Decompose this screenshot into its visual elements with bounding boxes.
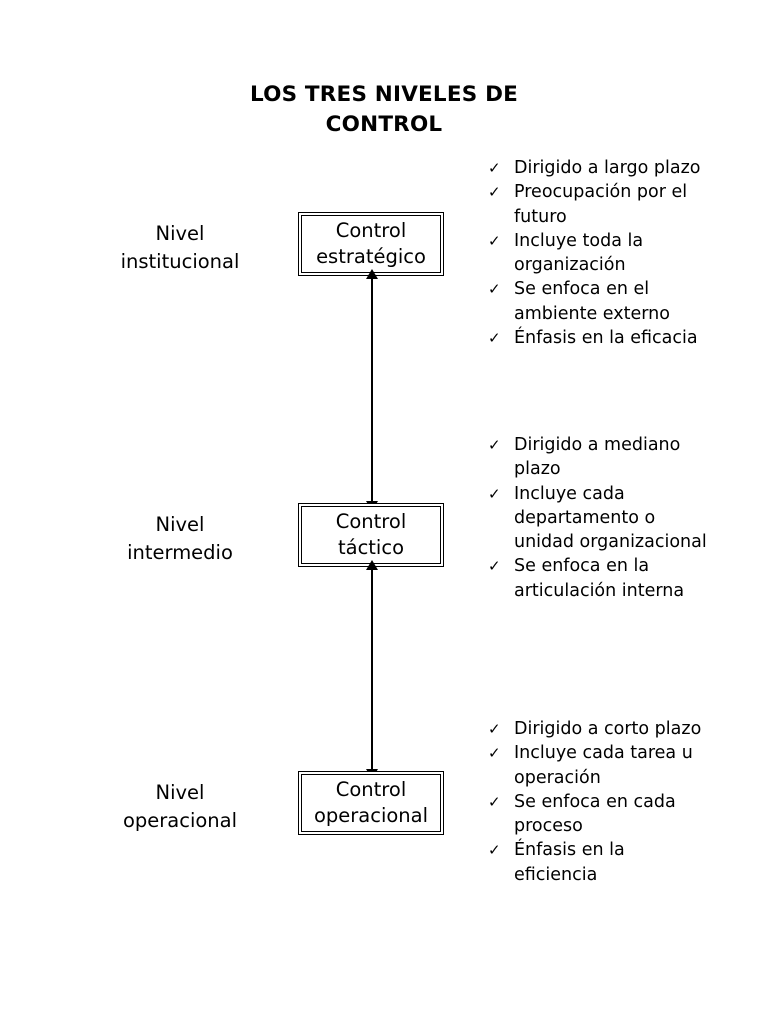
level-label-line-2: intermedio	[127, 541, 233, 564]
control-box-estrategico-content: Control estratégico	[301, 215, 441, 273]
list-item-text: Incluye cada departamento o unidad organ…	[514, 483, 707, 553]
list-item-text: Preocupación por el futuro	[514, 182, 688, 227]
list-item: ✓ Se enfoca en el ambiente externo	[488, 277, 712, 326]
list-item: ✓ Dirigido a largo plazo	[488, 156, 712, 180]
check-icon: ✓	[488, 329, 501, 348]
list-item-text: Dirigido a mediano plazo	[514, 435, 681, 480]
check-icon: ✓	[488, 159, 501, 177]
level-label-line-1: Nivel	[155, 781, 205, 804]
list-item: ✓ Incluye cada tarea u operación	[488, 741, 712, 790]
list-item-text: Énfasis en la eficacia	[514, 328, 698, 349]
list-item-text: Se enfoca en la articulación interna	[514, 556, 685, 601]
list-item-text: Incluye toda la organización	[514, 230, 644, 276]
list-item-text: Se enfoca en cada proceso	[514, 791, 676, 837]
check-icon: ✓	[488, 841, 501, 860]
control-box-tactico-line-2: táctico	[337, 536, 405, 559]
list-item: ✓ Se enfoca en cada proceso	[488, 790, 712, 839]
list-item: ✓ Incluye cada departamento o unidad org…	[488, 482, 712, 555]
list-item: ✓ Dirigido a mediano plazo	[488, 433, 712, 482]
control-box-estrategico-line-1: Control	[335, 219, 407, 242]
level-label-line-1: Nivel	[155, 222, 205, 245]
page-title: LOS TRES NIVELES DE CONTROL	[184, 80, 584, 140]
check-icon: ✓	[488, 484, 501, 503]
bullet-list-intermedio: ✓ Dirigido a mediano plazo ✓ Incluye cad…	[488, 433, 712, 603]
control-box-tactico-content: Control táctico	[301, 506, 441, 564]
check-icon: ✓	[488, 720, 501, 738]
check-icon: ✓	[488, 792, 501, 811]
level-label-intermedio: Nivel intermedio	[100, 511, 260, 567]
list-item: ✓ Se enfoca en la articulación interna	[488, 554, 712, 603]
check-icon: ✓	[488, 280, 501, 299]
level-label-line-1: Nivel	[155, 513, 205, 536]
check-icon: ✓	[488, 183, 501, 202]
list-item-text: Énfasis en la eficiencia	[514, 840, 625, 885]
control-box-estrategico-line-2: estratégico	[316, 245, 426, 268]
page-title-line-2: CONTROL	[325, 112, 443, 137]
page-title-line-1: LOS TRES NIVELES DE	[249, 82, 519, 107]
list-item: ✓ Preocupación por el futuro	[488, 180, 712, 229]
level-label-line-2: operacional	[122, 809, 238, 832]
control-box-tactico-line-1: Control	[335, 510, 407, 533]
arrow-head-up-icon	[366, 560, 378, 570]
control-box-operacional[interactable]: Control operacional	[298, 771, 444, 835]
control-box-tactico[interactable]: Control táctico	[298, 503, 444, 567]
check-icon: ✓	[488, 231, 501, 250]
list-item-text: Incluye cada tarea u operación	[514, 743, 693, 788]
bullet-list-institucional: ✓ Dirigido a largo plazo ✓ Preocupación …	[488, 156, 712, 350]
bullet-list-operacional: ✓ Dirigido a corto plazo ✓ Incluye cada …	[488, 717, 712, 887]
connector-arrow-tactico-operacional	[366, 560, 378, 779]
control-box-estrategico[interactable]: Control estratégico	[298, 212, 444, 276]
list-item: ✓ Énfasis en la eficacia	[488, 326, 712, 350]
level-label-line-2: institucional	[120, 250, 240, 273]
list-item: ✓ Énfasis en la eficiencia	[488, 838, 712, 887]
connector-arrow-estrategico-tactico	[366, 269, 378, 511]
list-item-text: Dirigido a largo plazo	[514, 158, 701, 178]
control-box-operacional-line-2: operacional	[313, 804, 429, 827]
check-icon: ✓	[488, 744, 501, 763]
control-box-operacional-content: Control operacional	[301, 774, 441, 832]
level-label-operacional: Nivel operacional	[100, 779, 260, 835]
list-item-text: Se enfoca en el ambiente externo	[514, 279, 670, 324]
list-item-text: Dirigido a corto plazo	[514, 719, 702, 739]
control-box-operacional-line-1: Control	[335, 778, 407, 801]
list-item: ✓ Dirigido a corto plazo	[488, 717, 712, 741]
arrow-head-up-icon	[366, 269, 378, 279]
list-item: ✓ Incluye toda la organización	[488, 229, 712, 278]
check-icon: ✓	[488, 557, 501, 576]
level-label-institucional: Nivel institucional	[100, 220, 260, 276]
check-icon: ✓	[488, 436, 501, 454]
